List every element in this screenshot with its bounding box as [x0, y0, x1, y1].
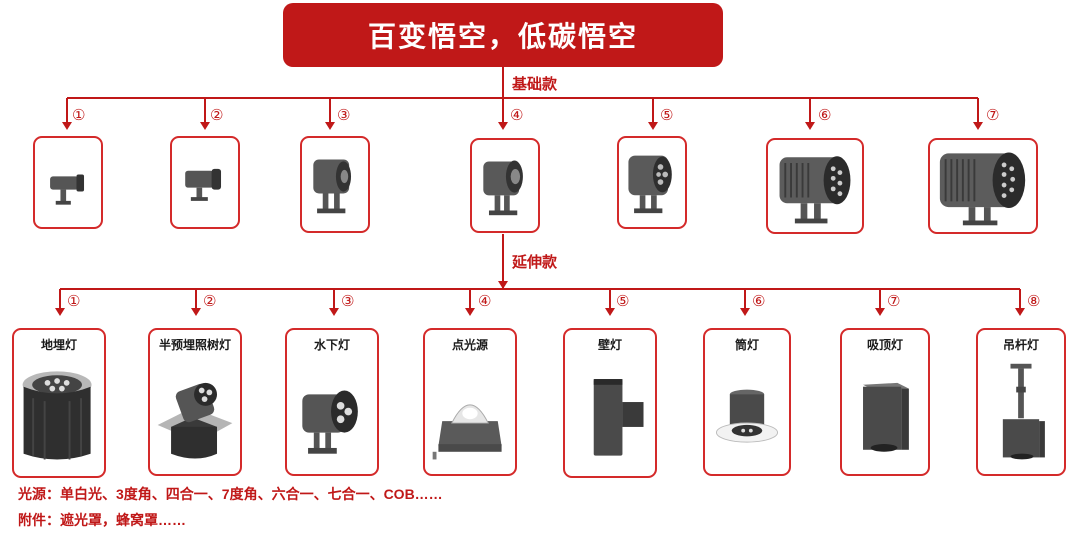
ext-card-6[interactable]: 筒灯 — [703, 328, 791, 476]
basic-card-1[interactable] — [33, 136, 103, 229]
ext-num-6: ⑥ — [752, 293, 766, 310]
basic-card-3[interactable] — [300, 136, 370, 233]
ext-connector-2 — [191, 289, 201, 316]
accessories-note: 附件：遮光罩，蜂窝罩…… — [18, 512, 186, 528]
ext-connector-1 — [55, 289, 65, 316]
pendant-light-icon — [1002, 363, 1045, 460]
basic-num-1: ① — [72, 107, 86, 124]
ext-num-7: ⑦ — [887, 293, 901, 310]
ext-num-2: ② — [203, 293, 217, 310]
ext-card-label: 地埋灯 — [40, 338, 77, 352]
ext-connector-8 — [1015, 289, 1025, 316]
branch-label-basic: 基础款 — [512, 76, 558, 93]
underwater-light-icon — [302, 390, 358, 454]
ext-card-label: 吸顶灯 — [866, 338, 903, 352]
ext-num-3: ③ — [341, 293, 355, 310]
basic-connector-5 — [648, 98, 658, 130]
page-title: 百变悟空，低碳悟空 — [283, 3, 723, 67]
basic-num-5: ⑤ — [660, 107, 674, 124]
ext-card-label: 吊杆灯 — [1002, 338, 1039, 352]
ext-card-5[interactable]: 壁灯 — [563, 328, 657, 478]
wall-light-icon — [593, 379, 644, 456]
basic-card-5[interactable] — [617, 136, 687, 229]
basic-connector-4 — [498, 98, 508, 130]
basic-connector-1 — [62, 98, 72, 130]
spotlight-single-lens-icon — [483, 160, 523, 216]
light-source-note: 光源：单白光、3度角、四合一、7度角、六合一、七合一、COB…… — [18, 486, 443, 502]
basic-num-3: ③ — [337, 107, 351, 124]
ext-num-5: ⑤ — [616, 293, 630, 310]
ext-num-4: ④ — [478, 293, 492, 310]
semi-recessed-tree-light-icon — [157, 382, 233, 459]
ext-num-8: ⑧ — [1027, 293, 1041, 310]
basic-num-6: ⑥ — [818, 107, 832, 124]
ext-connector-7 — [875, 289, 885, 316]
basic-card-4[interactable] — [470, 138, 540, 233]
ext-card-label: 半预埋照树灯 — [158, 338, 231, 352]
floodlight-finned-icon — [779, 156, 851, 224]
mini-spotlight-icon — [50, 174, 85, 205]
basic-card-2[interactable] — [170, 136, 240, 229]
spotlight-multi-lens-icon — [628, 155, 672, 214]
basic-connector-7 — [973, 98, 983, 130]
ext-connector-5 — [605, 289, 615, 316]
ceiling-light-icon — [863, 382, 909, 452]
basic-connector-6 — [805, 98, 815, 130]
ext-num-1: ① — [67, 293, 81, 310]
basic-connector-3 — [325, 98, 335, 130]
ext-card-2[interactable]: 半预埋照树灯 — [148, 328, 242, 476]
ext-card-label: 筒灯 — [734, 338, 759, 352]
branch-label-extended: 延伸款 — [512, 254, 558, 271]
ext-card-8[interactable]: 吊杆灯 — [976, 328, 1066, 476]
basic-num-2: ② — [210, 107, 224, 124]
ext-card-1[interactable]: 地埋灯 — [12, 328, 106, 478]
ext-card-label: 点光源 — [451, 338, 488, 352]
basic-card-7[interactable] — [928, 138, 1038, 234]
ext-card-label: 壁灯 — [597, 338, 622, 352]
floodlight-large-finned-icon — [939, 152, 1026, 226]
ext-card-label: 水下灯 — [313, 338, 350, 352]
extended-trunk — [498, 234, 508, 289]
spotlight-single-lens-icon — [313, 159, 352, 214]
small-spotlight-icon — [185, 168, 222, 201]
downlight-icon — [715, 389, 779, 443]
ext-connector-4 — [465, 289, 475, 316]
point-light-icon — [432, 404, 502, 460]
ext-connector-6 — [740, 289, 750, 316]
inground-light-icon — [22, 371, 92, 460]
basic-num-7: ⑦ — [986, 107, 1000, 124]
ext-connector-3 — [329, 289, 339, 316]
basic-card-6[interactable] — [766, 138, 864, 234]
ext-card-4[interactable]: 点光源 — [423, 328, 517, 476]
ext-card-3[interactable]: 水下灯 — [285, 328, 379, 476]
basic-connector-2 — [200, 98, 210, 130]
basic-num-4: ④ — [510, 107, 524, 124]
ext-card-7[interactable]: 吸顶灯 — [840, 328, 930, 476]
